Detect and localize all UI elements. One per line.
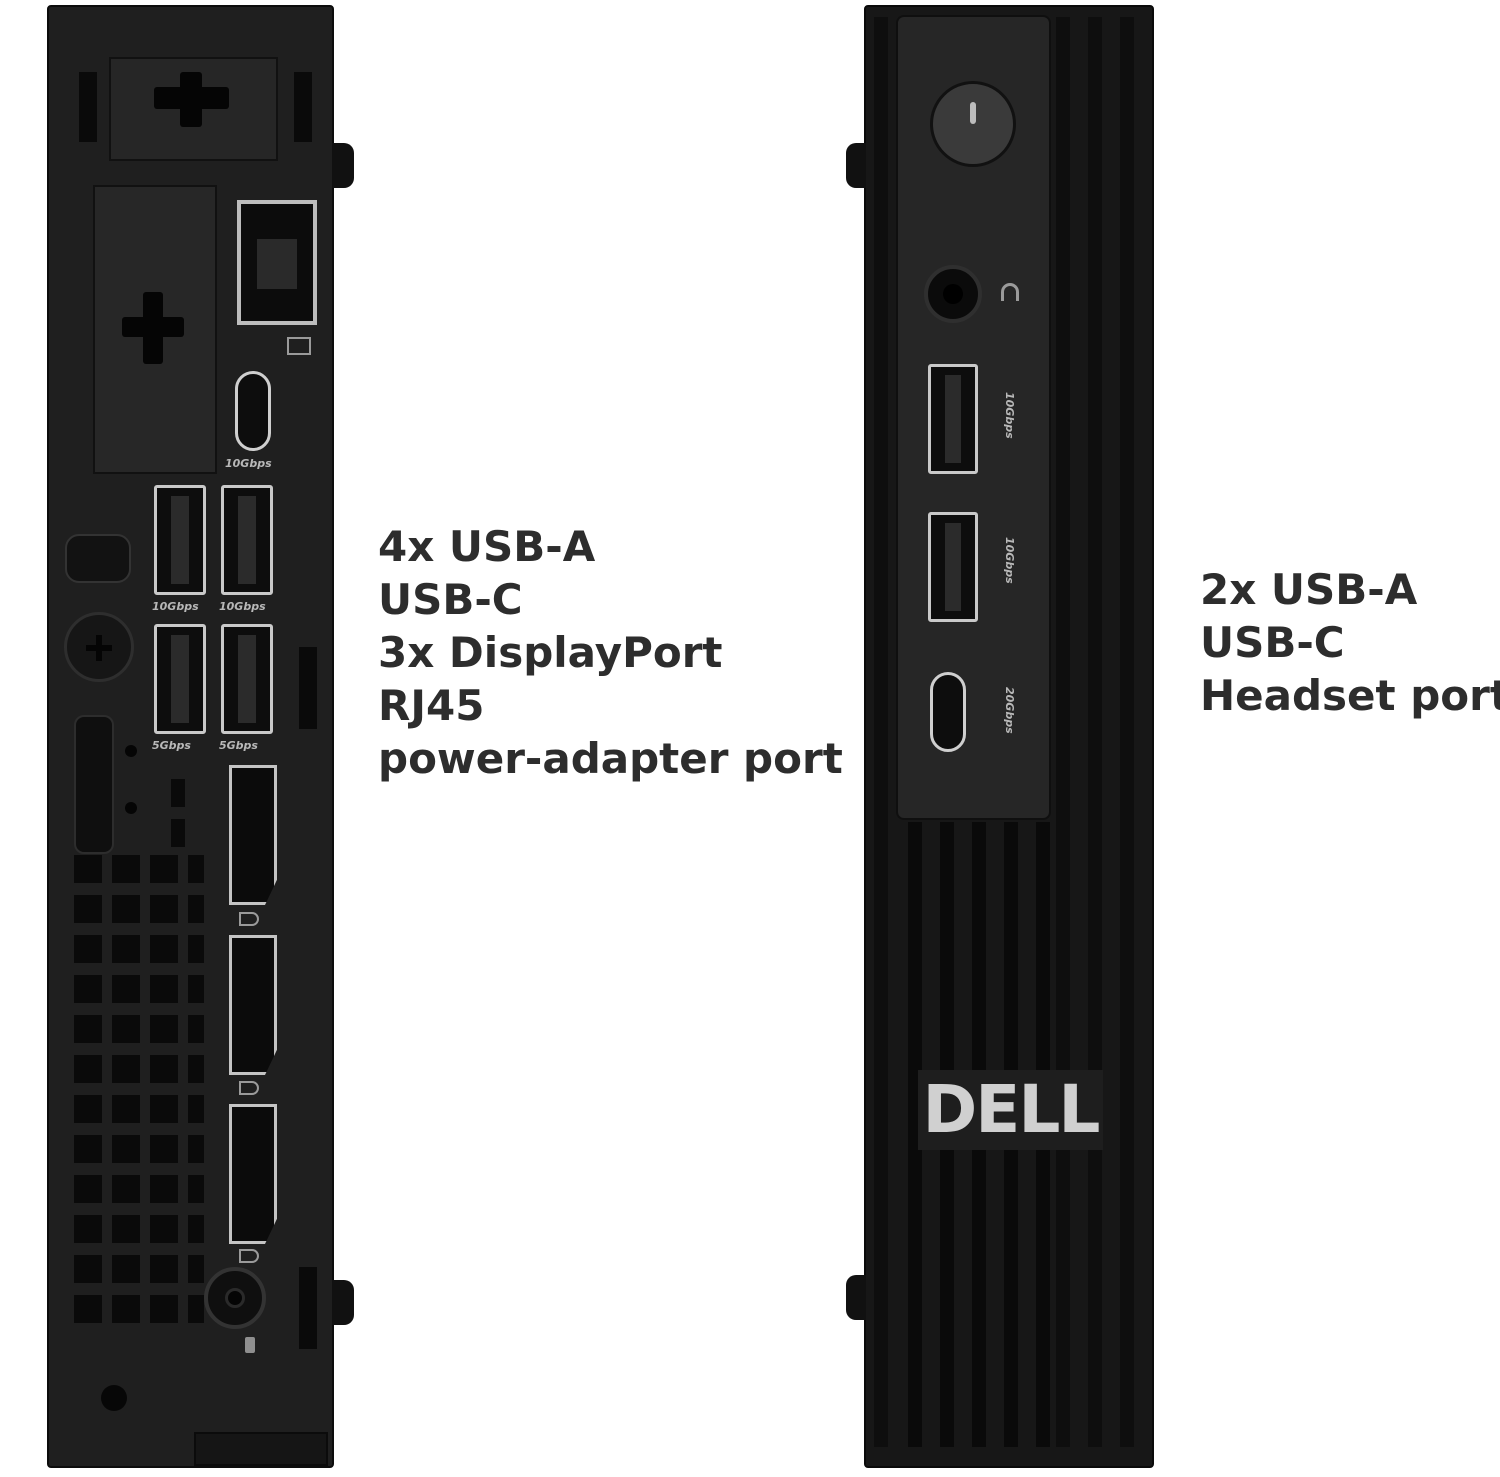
pc-front-view: 10Gbps 10Gbps 20Gbps DELL bbox=[864, 5, 1154, 1468]
front-foot bbox=[846, 1275, 866, 1320]
usb-a-speed-label: 5Gbps bbox=[219, 739, 258, 752]
headset-icon bbox=[1001, 283, 1019, 301]
usb-a-port[interactable] bbox=[154, 624, 206, 734]
rear-foot bbox=[332, 143, 354, 188]
rear-slot bbox=[294, 72, 312, 142]
network-icon bbox=[287, 337, 311, 355]
rear-spec-item: 3x DisplayPort bbox=[378, 628, 723, 677]
usb-a-speed-label: 5Gbps bbox=[152, 739, 191, 752]
rear-bottom-foot bbox=[194, 1432, 328, 1466]
kensington-hole bbox=[125, 745, 137, 757]
power-button[interactable] bbox=[930, 81, 1016, 167]
rear-spec-item: USB-C bbox=[378, 575, 523, 624]
front-usb-c-speed-label: 20Gbps bbox=[1003, 687, 1016, 734]
usb-a-speed-label: 10Gbps bbox=[152, 600, 199, 613]
usb-c-port[interactable] bbox=[235, 371, 271, 451]
rear-slot bbox=[299, 1267, 317, 1349]
front-usb-a-port[interactable] bbox=[928, 364, 978, 474]
usb-a-port[interactable] bbox=[221, 485, 273, 595]
plus-screw-icon-v bbox=[143, 292, 163, 364]
rear-foot bbox=[332, 1280, 354, 1325]
front-usb-a-speed-label: 10Gbps bbox=[1003, 537, 1016, 584]
front-spec-item: 2x USB-A bbox=[1200, 565, 1418, 614]
rj45-port[interactable] bbox=[237, 200, 317, 325]
front-usb-a-speed-label: 10Gbps bbox=[1003, 392, 1016, 439]
front-fin bbox=[1088, 17, 1102, 1447]
front-usb-c-port[interactable] bbox=[930, 672, 966, 752]
pc-rear-view: 10Gbps 10Gbps 10Gbps 5Gbps 5Gbps bbox=[47, 5, 334, 1468]
front-spec-item: USB-C bbox=[1200, 618, 1345, 667]
rear-spec-item: RJ45 bbox=[378, 681, 485, 730]
front-usb-a-port[interactable] bbox=[928, 512, 978, 622]
rear-slot bbox=[171, 779, 185, 807]
cable-clip[interactable] bbox=[65, 534, 131, 583]
rear-screw-hole bbox=[101, 1385, 127, 1411]
displayport-icon bbox=[239, 1081, 259, 1095]
front-spec-item: Headset port bbox=[1200, 671, 1500, 720]
displayport-port[interactable] bbox=[229, 935, 277, 1075]
front-fin bbox=[1120, 17, 1134, 1447]
dell-logo: DELL bbox=[918, 1070, 1103, 1150]
displayport-port[interactable] bbox=[229, 1104, 277, 1244]
rear-slot bbox=[299, 647, 317, 729]
rear-vent-grille bbox=[74, 855, 204, 1360]
front-fin bbox=[908, 822, 922, 1447]
headset-port[interactable] bbox=[924, 265, 982, 323]
security-latch[interactable] bbox=[74, 715, 114, 854]
thumb-screw[interactable] bbox=[64, 612, 134, 682]
displayport-port[interactable] bbox=[229, 765, 277, 905]
rear-spec-item: 4x USB-A bbox=[378, 522, 596, 571]
front-foot bbox=[846, 143, 866, 188]
rear-spec-list: 4x USB-A USB-C 3x DisplayPort RJ45 power… bbox=[378, 520, 843, 785]
displayport-icon bbox=[239, 912, 259, 926]
front-fin bbox=[874, 17, 888, 1447]
plus-screw-icon-v bbox=[180, 72, 202, 127]
power-icon bbox=[970, 102, 976, 124]
usb-a-speed-label: 10Gbps bbox=[219, 600, 266, 613]
power-plug-icon bbox=[245, 1337, 255, 1353]
rear-slot bbox=[171, 819, 185, 847]
rear-slot bbox=[79, 72, 97, 142]
rear-side-plate bbox=[93, 185, 217, 474]
usb-a-port[interactable] bbox=[154, 485, 206, 595]
rear-spec-item: power-adapter port bbox=[378, 734, 843, 783]
power-adapter-port[interactable] bbox=[204, 1267, 266, 1329]
front-spec-list: 2x USB-A USB-C Headset port bbox=[1200, 563, 1500, 722]
usb-a-port[interactable] bbox=[221, 624, 273, 734]
usb-c-speed-label: 10Gbps bbox=[225, 457, 272, 470]
displayport-icon bbox=[239, 1249, 259, 1263]
front-fin bbox=[1056, 17, 1070, 1447]
kensington-hole bbox=[125, 802, 137, 814]
